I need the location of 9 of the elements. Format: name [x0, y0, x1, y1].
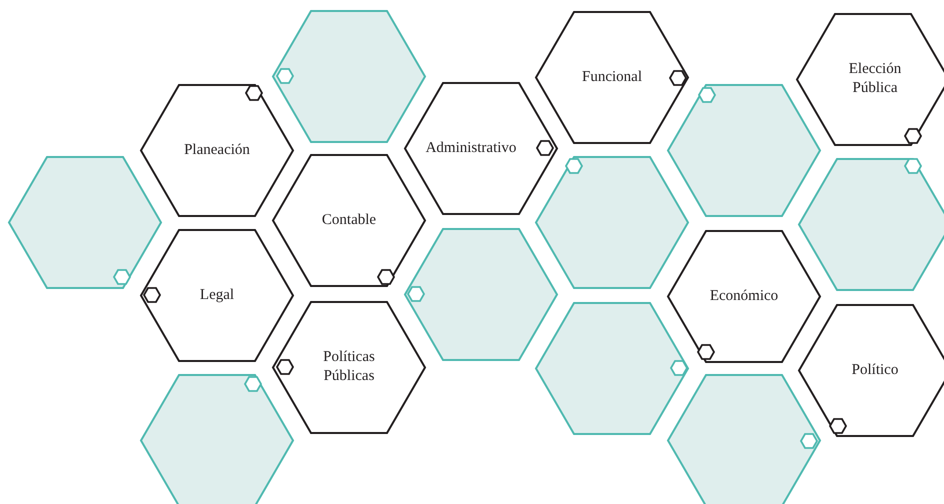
- node-label: Elección Pública: [848, 60, 902, 98]
- node-label: Planeación: [184, 140, 250, 160]
- node-label: Legal: [200, 286, 234, 304]
- node-label: Contable: [322, 210, 376, 230]
- node-label: Económico: [710, 286, 778, 306]
- node-label: Administrativo: [426, 138, 516, 158]
- node-label: Políticas Públicas: [322, 348, 376, 386]
- node-label: Político: [852, 360, 898, 380]
- node-label: Funcional: [582, 68, 642, 86]
